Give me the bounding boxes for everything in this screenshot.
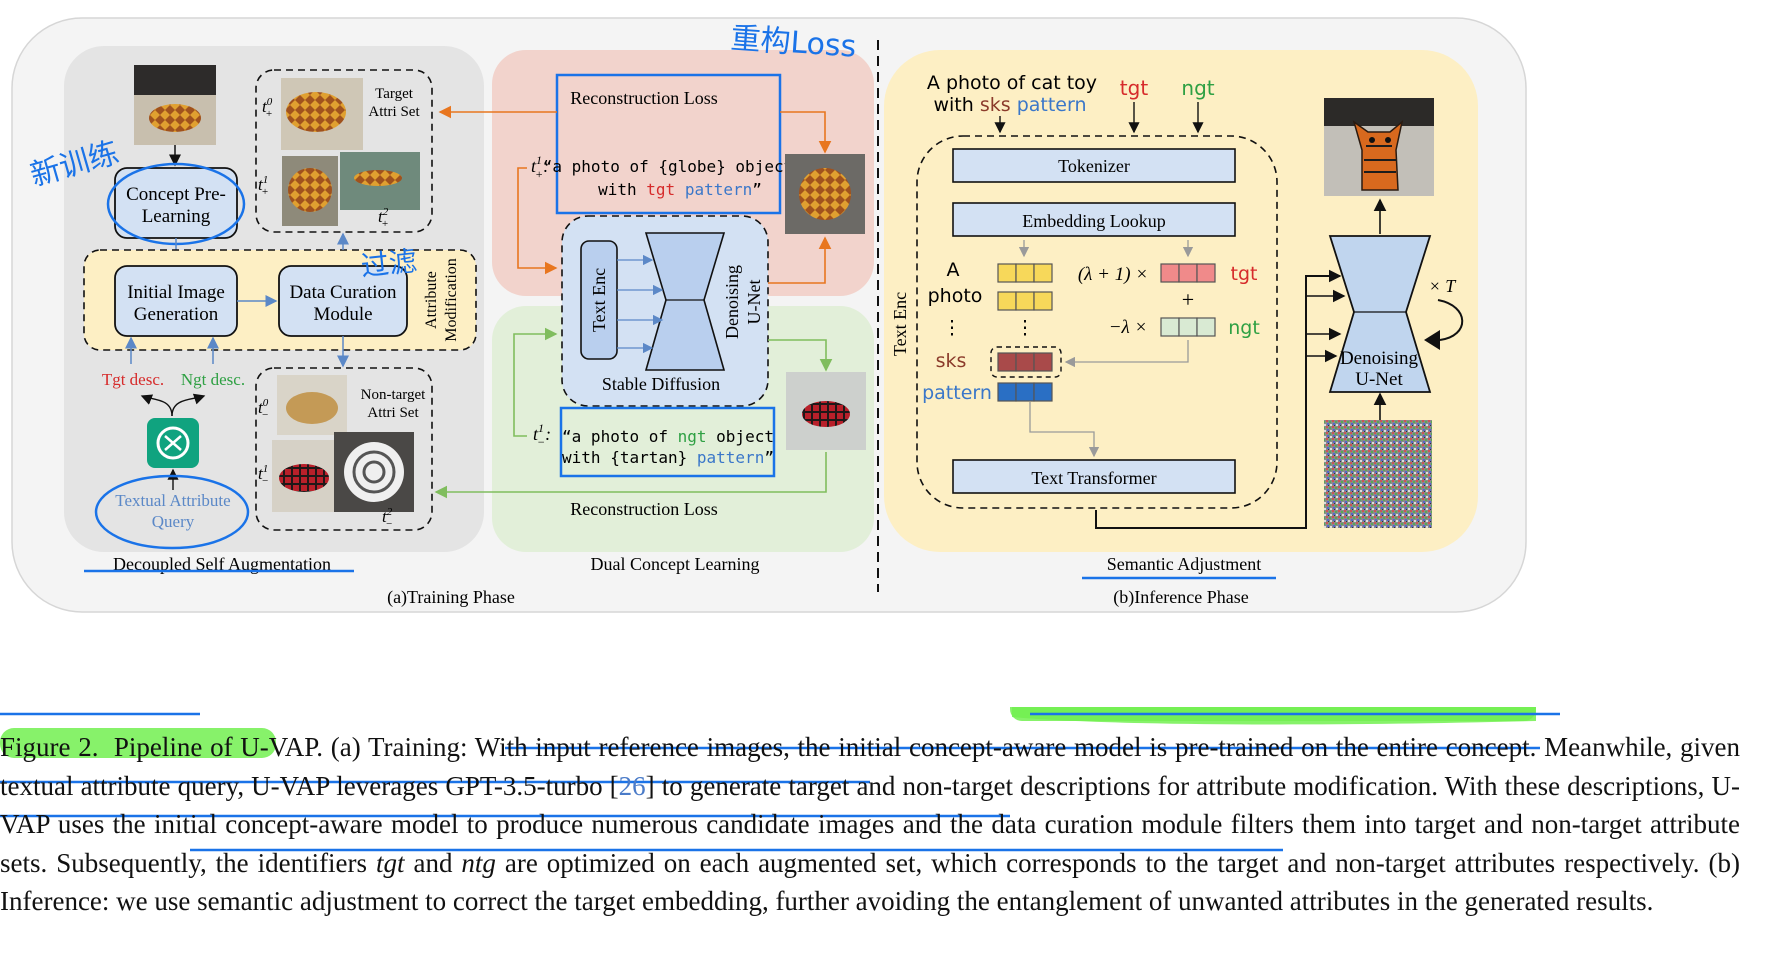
handwriting-filter: 过滤 [359, 244, 418, 283]
token-sks: sks [936, 350, 967, 372]
target-set-label-line1: Target [375, 86, 414, 102]
t2-plus: t2+ [378, 206, 389, 230]
text-transformer-box [952, 459, 1236, 494]
pipeline-figure: Concept Pre- Learning Initial Image Gene… [11, 17, 1527, 613]
lambda-plus-one: (λ + 1) × [1078, 264, 1148, 285]
attribute-modification-line2: Modification [443, 258, 460, 342]
figure-caption: Figure 2. Pipeline of U-VAP. (a) Trainin… [0, 728, 1740, 921]
embedding-lookup-box [952, 202, 1236, 237]
prompt-tgt-line2: with tgt pattern” [598, 180, 762, 199]
t1-minus: t1− [258, 463, 269, 487]
token-pattern: pattern [922, 382, 992, 404]
text-enc-region [916, 135, 1278, 509]
inference-unet-line1: Denoising [1340, 348, 1419, 369]
prompt-tgt-line1: “a photo of {globe} object [543, 157, 793, 176]
globe-image [785, 154, 865, 234]
pen-circle-query [94, 474, 250, 550]
textual-attribute-query-line2: Query [152, 512, 195, 531]
prompt-ngt-line2: with {tartan} pattern” [562, 448, 774, 467]
unet-label-line1: Denoising [722, 265, 742, 339]
target-images [281, 78, 420, 226]
reconstruction-loss-bottom: Reconstruction Loss [570, 499, 717, 519]
tgt-desc-label: Tgt desc. [102, 370, 164, 389]
citation-link[interactable]: 26 [618, 770, 646, 801]
inference-tgt-label: tgt [1120, 76, 1149, 100]
caption-and: and [404, 847, 462, 878]
caption-text-1: Pipeline of U-VAP. (a) Training: With in… [0, 732, 1740, 801]
nontarget-images [272, 375, 414, 512]
inference-ngt-vector-label: ngt [1228, 317, 1260, 339]
text-transformer-label: Text Transformer [1031, 468, 1156, 488]
nontarget-attri-set [255, 367, 433, 531]
generated-cat-image [1324, 98, 1434, 196]
target-set-label-line2: Attri Set [368, 104, 420, 120]
inference-phase-caption: (b)Inference Phase [1113, 587, 1248, 608]
concept-pre-learning-line2: Learning [142, 206, 211, 227]
sks-highlight-box [990, 346, 1062, 378]
text-enc-box [580, 240, 618, 360]
attribute-modification-line1: Attribute [423, 271, 440, 329]
self-augmentation-title: Decoupled Self Augmentation [113, 554, 331, 574]
caption-label: Figure 2. [0, 732, 99, 762]
t0-plus: t0+ [262, 96, 273, 120]
nontarget-set-label-line1: Non-target [361, 387, 427, 403]
caption-annotations [0, 707, 1560, 852]
data-curation-line1: Data Curation [289, 282, 397, 303]
times-t-label: × T [1429, 276, 1458, 296]
caption-text-3: are optimized on each augmented set, whi… [0, 847, 1740, 917]
dual-concept-title: Dual Concept Learning [591, 554, 760, 574]
token-dots: ⋮ [943, 318, 962, 339]
token-photo: photo [928, 285, 983, 307]
caption-ntg: ntg [461, 847, 496, 878]
training-phase-caption: (a)Training Phase [387, 587, 515, 608]
loop-arrow-icon [1437, 299, 1464, 341]
data-curation-line2: Module [313, 304, 372, 325]
tartan-image [786, 372, 866, 450]
inference-tgt-vector-label: tgt [1231, 263, 1258, 285]
t1-plus-prompt: t1+: [531, 153, 549, 181]
textual-attribute-query-line1: Textual Attribute [115, 491, 230, 510]
embedding-vectors [997, 263, 1216, 402]
t0-minus: t0− [258, 397, 269, 421]
tokenizer-box [952, 148, 1236, 183]
t2-minus: t2− [382, 506, 393, 530]
inference-unet-line2: U-Net [1355, 369, 1403, 390]
inference-text-enc-label: Text Enc [890, 292, 910, 356]
prompt-ngt-line1: “a photo of ngt object [562, 427, 774, 446]
t1-minus-prompt: t1−: [533, 421, 551, 449]
minus-lambda: −λ × [1109, 317, 1148, 338]
reference-image [134, 65, 216, 145]
inference-prompt-line1: A photo of cat toy [927, 72, 1097, 94]
reconstruction-loss-top: Reconstruction Loss [570, 88, 717, 108]
chatgpt-icon [147, 418, 199, 468]
stable-diffusion-label: Stable Diffusion [602, 374, 720, 394]
nontarget-set-label-line2: Attri Set [367, 405, 419, 421]
embedding-lookup-label: Embedding Lookup [1022, 211, 1165, 231]
vector-dots: ⋮ [1016, 318, 1035, 339]
target-attri-set [255, 69, 433, 233]
ngt-desc-label: Ngt desc. [181, 370, 245, 389]
plus-sign: + [1182, 287, 1194, 312]
semantic-adjustment-title: Semantic Adjustment [1107, 554, 1262, 574]
inference-ngt-label: ngt [1181, 76, 1214, 100]
caption-text-2: ] to generate target and non-target desc… [0, 770, 1740, 878]
t1-plus: t1+ [258, 174, 269, 198]
initial-image-generation-line2: Generation [134, 304, 219, 325]
token-a: A [947, 259, 960, 281]
noise-image [1324, 420, 1432, 528]
concept-pre-learning-line1: Concept Pre- [126, 184, 226, 205]
prompt-ngt-box [559, 406, 776, 478]
inference-prompt-line2: with sks pattern [933, 94, 1086, 116]
initial-image-generation-line1: Initial Image [127, 282, 225, 303]
tokenizer-label: Tokenizer [1058, 156, 1130, 176]
caption-tgt: tgt [376, 847, 405, 878]
prompt-tgt-box [555, 73, 782, 215]
unet-label-line2: U-Net [744, 280, 764, 325]
text-enc-label: Text Enc [589, 268, 609, 332]
